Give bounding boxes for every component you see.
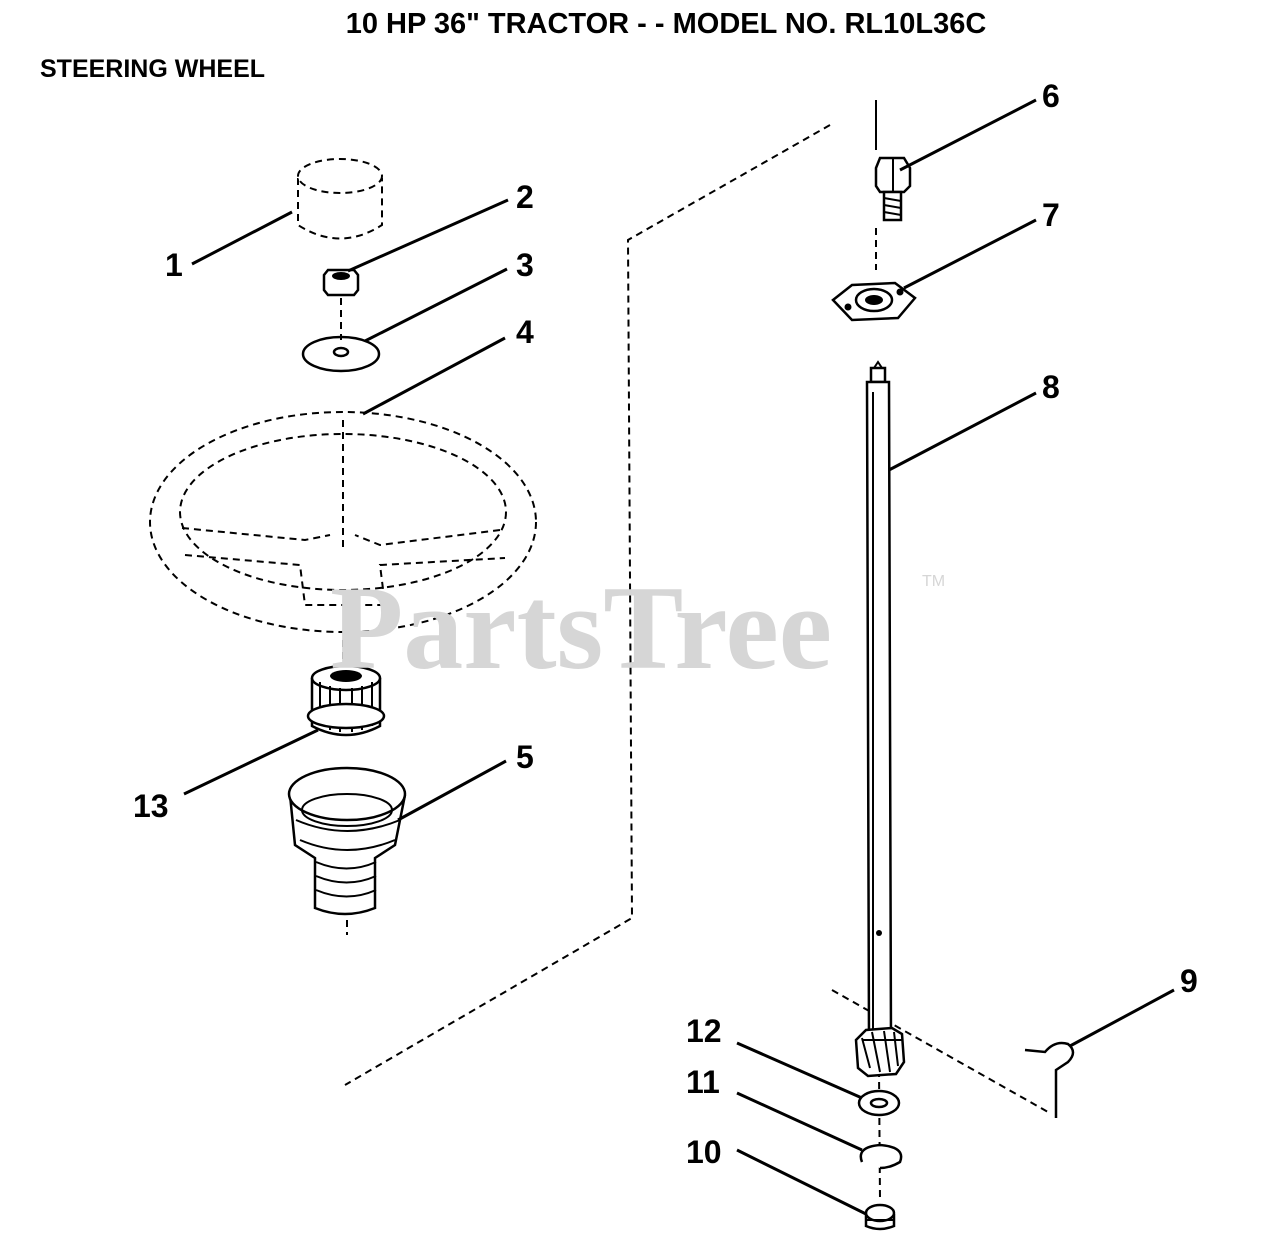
callout-9: 9 xyxy=(1180,963,1198,999)
callout-3: 3 xyxy=(516,247,534,283)
part-7-flange-bearing[interactable] xyxy=(831,281,917,322)
callout-7: 7 xyxy=(1042,197,1060,233)
part-8-steering-shaft[interactable] xyxy=(854,360,906,1078)
part-9-steering-tab[interactable] xyxy=(1024,1041,1075,1118)
part-10-end-cap[interactable] xyxy=(864,1203,896,1231)
callout-10: 10 xyxy=(686,1134,722,1170)
diagram-title: 10 HP 36" TRACTOR - - MODEL NO. RL10L36C xyxy=(346,8,987,40)
part-4-steering-wheel[interactable] xyxy=(149,411,537,665)
callout-1: 1 xyxy=(165,247,183,283)
part-5-steering-boot[interactable] xyxy=(287,766,407,935)
callout-13: 13 xyxy=(133,788,169,824)
part-12-washer[interactable] xyxy=(857,1089,901,1117)
callout-12: 12 xyxy=(686,1013,722,1049)
part-2-hex-nut[interactable] xyxy=(322,268,360,297)
watermark-trademark: TM xyxy=(922,573,945,590)
right-assembly-axis-bottom xyxy=(878,1069,881,1201)
callout-5: 5 xyxy=(516,739,534,775)
leader-lines xyxy=(183,98,1175,1216)
callout-6: 6 xyxy=(1042,78,1060,114)
partstree-watermark: PartsTree xyxy=(330,561,832,694)
part-6-hex-bolt[interactable] xyxy=(874,156,912,222)
callout-2: 2 xyxy=(516,179,534,215)
part-13-splined-adapter[interactable] xyxy=(306,664,386,737)
part-1-steering-cap[interactable] xyxy=(297,158,383,240)
part-11-retaining-ring[interactable] xyxy=(859,1143,903,1170)
callout-4: 4 xyxy=(516,314,534,350)
callout-8: 8 xyxy=(1042,369,1060,405)
section-title: STEERING WHEEL xyxy=(40,55,265,83)
callout-11: 11 xyxy=(686,1064,720,1100)
part-3-flat-washer[interactable] xyxy=(301,335,381,373)
